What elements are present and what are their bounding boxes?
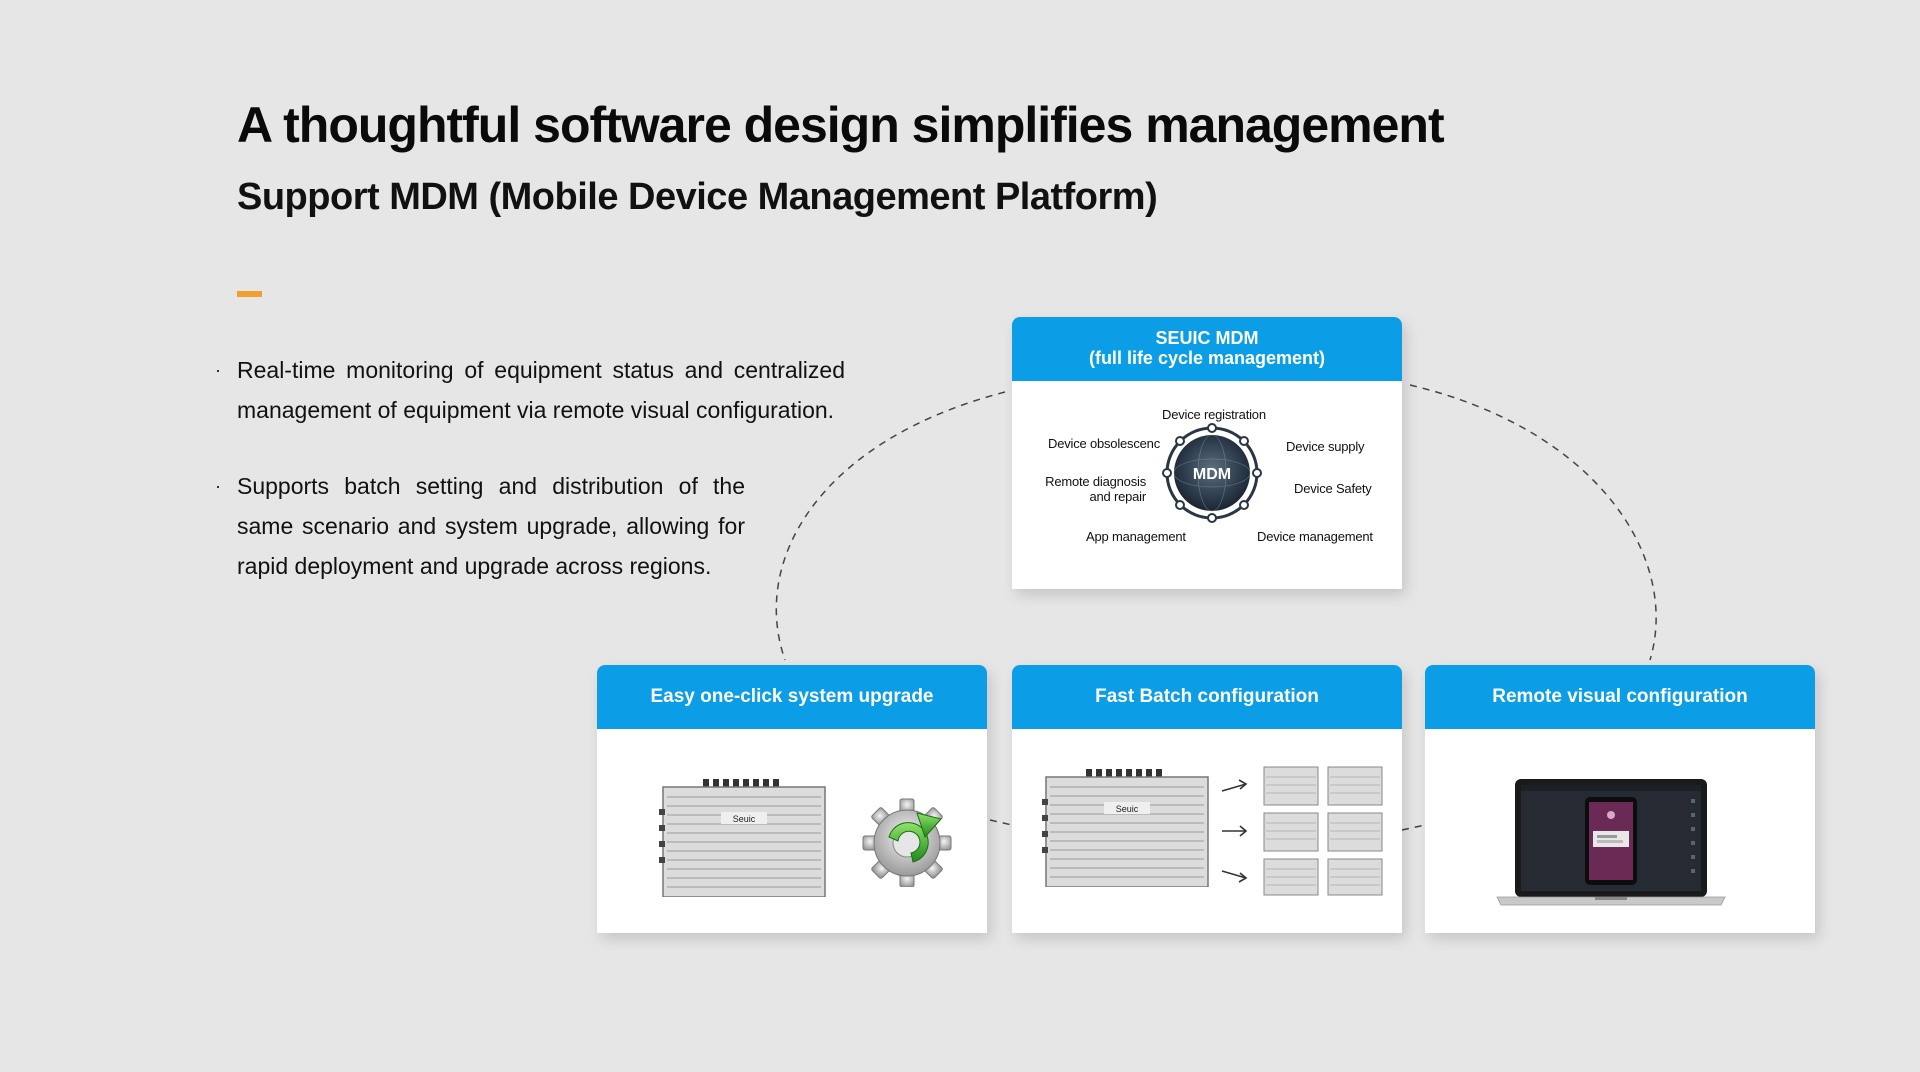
bullet-item: · Supports batch setting and distributio…: [215, 466, 745, 586]
label-remote-line1: Remote diagnosis: [1045, 474, 1146, 489]
tablet-icon: [1585, 797, 1637, 885]
bullet-item: · Real-time monitoring of equipment stat…: [215, 350, 845, 430]
remote-visual-card-header: Remote visual configuration: [1425, 665, 1815, 729]
remote-visual-card: Remote visual configuration: [1425, 665, 1815, 933]
device-brand-label: Seuic: [1116, 804, 1139, 814]
label-device-safety: Device Safety: [1294, 481, 1372, 496]
upgrade-gear-icon: [862, 798, 952, 887]
bullet-text: Supports batch setting and distribution …: [237, 473, 745, 579]
mdm-globe-icon: MDM: [1162, 423, 1262, 523]
upgrade-card-body: Seuic: [597, 729, 987, 933]
bullet-dot: ·: [215, 476, 221, 496]
device-grid: [1263, 766, 1383, 896]
label-app-management: App management: [1086, 529, 1186, 544]
label-device-supply: Device supply: [1286, 439, 1365, 454]
batch-config-card-body: Seuic: [1012, 729, 1402, 933]
upgrade-card-header: Easy one-click system upgrade: [597, 665, 987, 729]
laptop-icon: [1496, 779, 1726, 906]
label-remote-diagnosis: Remote diagnosis and repair: [1030, 474, 1146, 504]
bullet-dot: ·: [215, 360, 221, 380]
rfid-reader-device: Seuic: [1042, 769, 1209, 887]
device-brand-label: Seuic: [733, 814, 756, 824]
mdm-card-subtitle: (full life cycle management): [1088, 348, 1326, 368]
upgrade-card: Easy one-click system upgrade: [597, 665, 987, 933]
mdm-card: SEUIC MDM (full life cycle management): [1012, 317, 1402, 589]
accent-bar: [237, 291, 262, 297]
label-device-obsolescence: Device obsolescenc: [1048, 436, 1161, 451]
rfid-reader-device: Seuic: [659, 779, 826, 897]
label-device-registration: Device registration: [1162, 407, 1266, 422]
remote-visual-card-body: [1425, 729, 1815, 933]
label-device-management: Device management: [1257, 529, 1373, 544]
page-subtitle: Support MDM (Mobile Device Management Pl…: [237, 176, 1158, 218]
page-title: A thoughtful software design simplifies …: [237, 97, 1445, 153]
mdm-diagram: MDM Device registration Device obsolesce…: [1012, 381, 1402, 589]
label-remote-line2: and repair: [1089, 489, 1146, 504]
mdm-card-header: SEUIC MDM (full life cycle management): [1012, 317, 1402, 381]
arrow-right-icon: [1221, 779, 1248, 883]
batch-config-card-header: Fast Batch configuration: [1012, 665, 1402, 729]
mdm-center-label: MDM: [1193, 466, 1231, 483]
bullet-text: Real-time monitoring of equipment status…: [237, 357, 845, 423]
batch-config-card: Fast Batch configuration: [1012, 665, 1402, 933]
mdm-card-title: SEUIC MDM: [1155, 328, 1259, 348]
